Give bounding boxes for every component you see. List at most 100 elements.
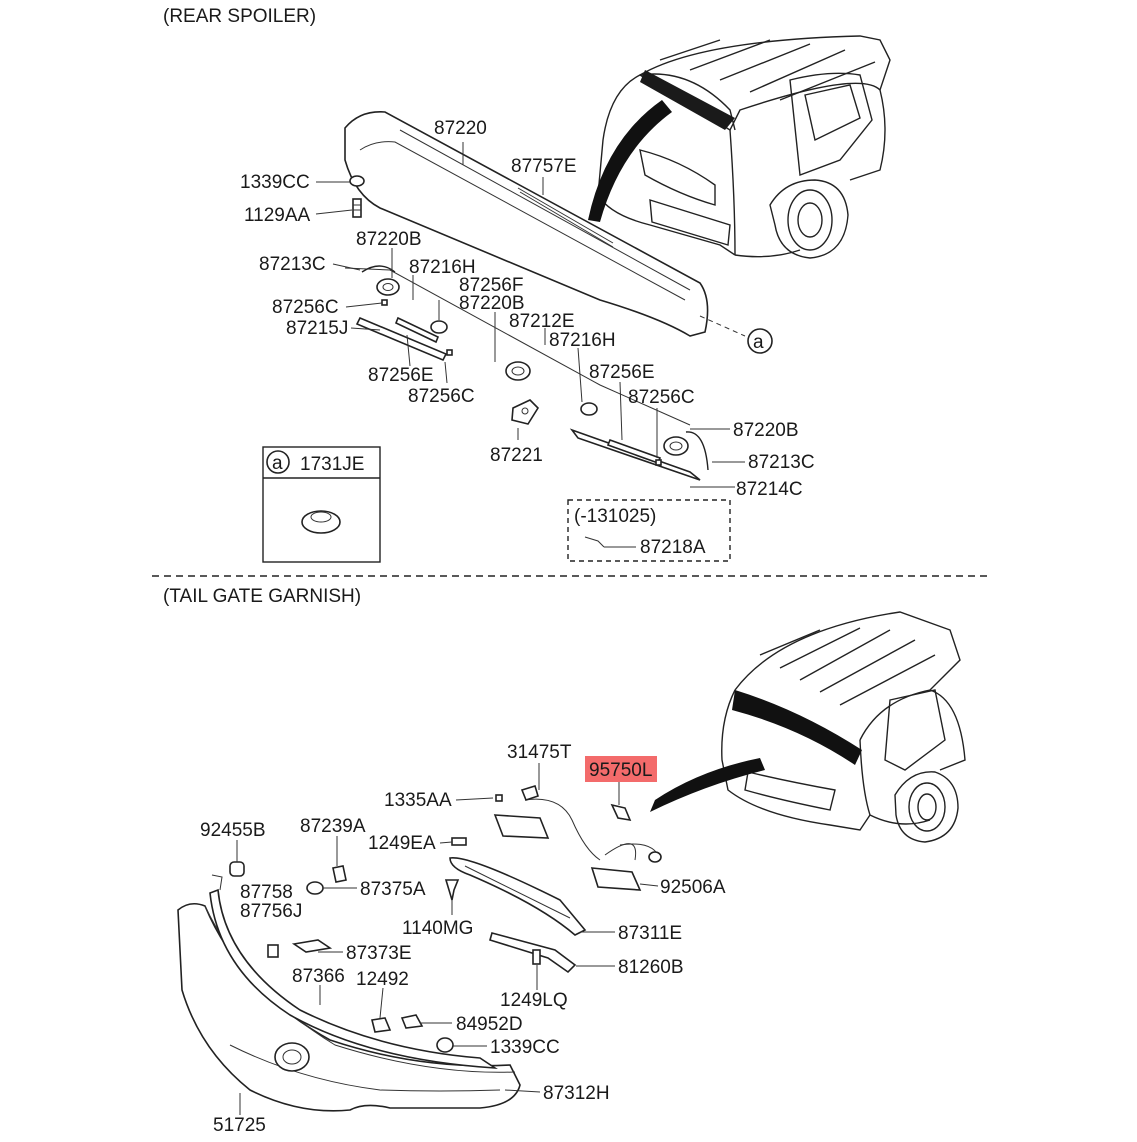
label-87758: 87758 [240,882,293,903]
label-1129AA: 1129AA [244,205,311,226]
garnish-highlight [732,690,862,765]
part-87215J-strip [355,316,448,362]
part-1339CC-nut [349,175,365,187]
label-87256E-right: 87256E [589,362,655,383]
label-87212E: 87212E [509,311,575,332]
part-87220B-grommet-3 [663,436,689,456]
part-87216H-grommet-1 [430,320,448,334]
part-31475T-clip [520,784,539,801]
label-87256C-right: 87256C [628,387,695,408]
dashed-box-range: (-131025) [574,506,656,527]
label-87220: 87220 [434,118,487,139]
part-1249LQ-bolt [532,949,541,965]
part-87256C-clip-right [655,459,662,466]
callout-a-circle [747,328,773,354]
label-87216H-mid: 87216H [549,330,616,351]
section-title-rear-spoiler: (REAR SPOILER) [163,6,316,27]
label-87756J: 87756J [240,901,302,922]
part-87375A-pad [306,881,324,895]
label-87256C-bottom: 87256C [408,386,475,407]
part-87373E-pad [291,939,333,953]
part-87757E-strip2 [519,191,614,248]
label-12492: 12492 [356,969,409,990]
part-87239A-clip [332,865,347,883]
label-87221: 87221 [490,445,543,466]
label-87256E-left: 87256E [368,365,434,386]
seal-curve-right [685,431,709,471]
part-84952D-pad [400,1014,424,1029]
label-81260B: 81260B [618,957,684,978]
part-1129AA-bolt [352,198,362,218]
label-87220B-mid: 87220B [459,293,525,314]
detail-box-part: 1731JE [300,454,364,475]
part-87220B-grommet-2 [505,361,531,381]
part-87366-seal [209,888,498,1069]
vehicle-rear-illustration-top [588,35,891,259]
rear-spoiler-body [344,111,709,337]
label-87213C-right: 87213C [748,452,815,473]
label-51725: 51725 [213,1115,266,1136]
leaders-lower [236,763,659,1115]
dashed-box-part: 87218A [640,537,706,558]
location-arrow-bottom [650,758,765,812]
part-1335AA-nut [495,794,503,802]
part-51725-emblem [274,1042,310,1072]
part-1339CC-nut-lower [436,1037,454,1053]
label-1335AA: 1335AA [384,790,452,811]
label-84952D: 84952D [456,1014,523,1035]
callout-a-letter: a [753,332,764,353]
part-87256C-clip-left [381,299,388,306]
label-87312H: 87312H [543,1083,610,1104]
label-87220B-top: 87220B [356,229,422,250]
label-87216H-top: 87216H [409,257,476,278]
label-1140MG: 1140MG [402,918,473,939]
part-95750L-connector [610,803,632,822]
part-87757E-strip [517,187,614,244]
detail-box-letter: a [272,453,283,474]
part-12492-screw [371,1017,392,1033]
highlight-95750L [585,756,657,782]
label-92506A: 92506A [660,877,726,898]
part-1249EA-bolt [451,837,467,846]
label-31475T: 31475T [507,742,572,763]
label-95750L: 95750L [589,760,652,781]
label-87215J: 87215J [286,318,348,339]
part-92506A-lamp [590,867,642,891]
label-87214C: 87214C [736,479,803,500]
part-87756J-clip [267,944,279,958]
label-1249LQ: 1249LQ [500,990,568,1011]
label-87757E: 87757E [511,156,577,177]
label-92455B: 92455B [200,820,266,841]
wire-95750L [604,843,637,861]
label-1249EA: 1249EA [368,833,436,854]
dashed-box-87218A: (-131025) 87218A [567,499,731,562]
part-1140MG-fastener [444,879,460,901]
label-1339CC: 1339CC [240,172,310,193]
section-title-tail-gate-garnish: (TAIL GATE GARNISH) [163,586,361,607]
vehicle-rear-illustration-bottom [650,611,966,843]
label-87213C-left: 87213C [259,254,326,275]
label-87256F: 87256F [459,275,523,296]
part-87221-bracket [511,399,540,425]
label-87373E: 87373E [346,943,412,964]
bracket-87758 [211,874,223,891]
spoiler-highlight [640,70,735,130]
label-87256C-left: 87256C [272,297,339,318]
label-87239A: 87239A [300,816,366,837]
part-87216H-grommet-2 [580,402,598,416]
label-1339CC-lower: 1339CC [490,1037,560,1058]
detail-box-a: a 1731JE [262,446,381,563]
part-switch-housing [493,814,550,839]
part-92455B-grommet [229,861,245,877]
part-87311E-handle [449,857,587,936]
part-87218A-icon [584,536,605,548]
part-87256C-clip-left2 [446,349,453,356]
leaders-upper [315,142,745,488]
label-87375A: 87375A [360,879,426,900]
label-87220B-right: 87220B [733,420,799,441]
label-87366: 87366 [292,966,345,987]
location-arrow-top [588,100,672,222]
label-87311E: 87311E [618,923,682,944]
